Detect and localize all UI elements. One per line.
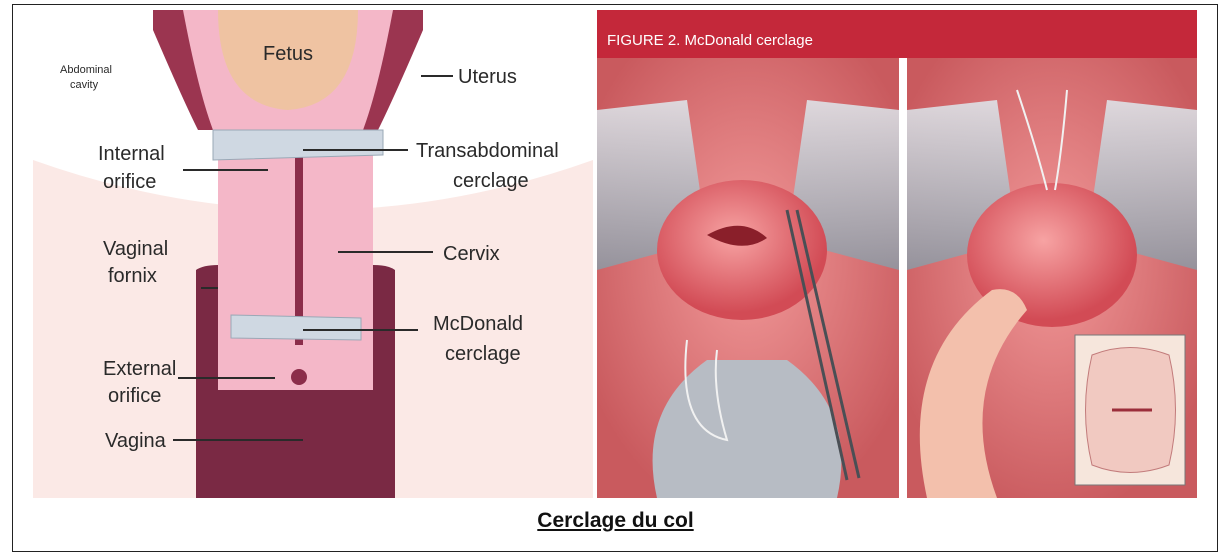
vaginal-fornix-label-2: fornix [108,265,157,287]
transabdominal-band [213,130,383,160]
mcdonald-label-2: cerclage [445,343,521,365]
illustration-panel-1 [597,58,899,498]
external-orifice-label: External [103,358,176,380]
internal-orifice-label-2: orifice [103,171,156,193]
vagina-label: Vagina [105,430,167,452]
mcdonald-illustration: FIGURE 2. McDonald cerclage [597,10,1197,498]
external-orifice-label-2: orifice [108,385,161,407]
fetus-label: Fetus [263,43,313,65]
figure-caption: Cerclage du col [0,509,1231,533]
transabdominal-label-2: cerclage [453,170,529,192]
abdominal-cavity-label: Abdominal [60,64,112,76]
external-orifice [291,369,307,385]
cerclage-diagram: Fetus Abdominal cavity Uterus Internal o… [33,10,593,498]
illustration-panel-2 [907,58,1197,498]
figure-header-text: FIGURE 2. McDonald cerclage [607,32,813,49]
mcdonald-label: McDonald [433,313,523,335]
internal-orifice-label: Internal [98,143,165,165]
mcdonald-band [231,315,361,340]
uterus-label: Uterus [458,66,517,88]
abdominal-cavity-label-2: cavity [70,79,99,91]
cervical-canal [295,135,303,345]
cervix-label: Cervix [443,243,500,265]
transabdominal-label: Transabdominal [416,140,559,162]
vaginal-fornix-label: Vaginal [103,238,168,260]
